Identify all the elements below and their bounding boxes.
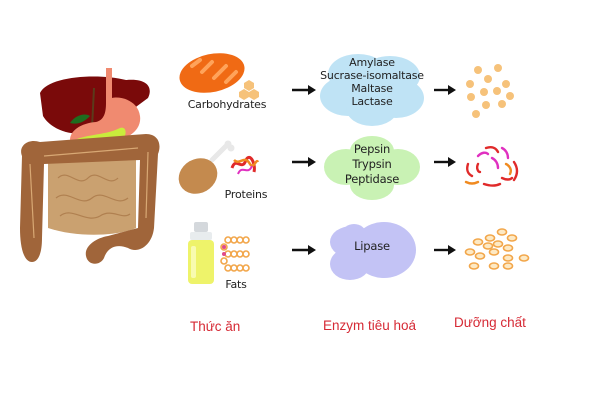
chicken-leg-icon <box>178 140 235 194</box>
enzyme-name: Amylase <box>349 56 395 69</box>
column-label-food: Thức ăn <box>190 319 241 334</box>
enzyme-name: Maltase <box>351 82 393 95</box>
arrow-right-icon <box>434 157 456 167</box>
column-label-nutrients: Dưỡng chất <box>454 315 526 330</box>
protein-structure-icon <box>230 155 260 175</box>
food-label: Fats <box>225 278 247 291</box>
fatty-acid-molecules-icon <box>464 228 530 270</box>
arrow-right-icon <box>292 85 316 95</box>
arrow-right-icon <box>434 85 456 95</box>
enzyme-name: Pepsin <box>353 142 391 156</box>
fat-molecule-icon <box>220 236 250 272</box>
food-item-fats: Fats <box>178 220 278 292</box>
arrow-right-icon <box>292 245 316 255</box>
glucose-hexagons-icon <box>239 80 259 100</box>
glucose-molecules-icon <box>466 64 514 118</box>
food-label: Proteins <box>224 188 268 201</box>
digestive-system-illustration <box>8 68 168 268</box>
enzyme-cloud-carbohydrates: Amylase Sucrase-isomaltase Maltase Lacta… <box>318 52 426 128</box>
bread-icon <box>179 53 245 93</box>
enzyme-name: Peptidase <box>344 172 400 186</box>
enzyme-cloud-fats: Lipase <box>326 220 418 282</box>
enzyme-name: Sucrase-isomaltase <box>320 69 424 82</box>
amino-acid-fragments-icon <box>464 146 519 187</box>
food-item-carbohydrates: Carbohydrates <box>178 52 278 116</box>
arrow-right-icon <box>292 157 316 167</box>
enzyme-name: Trypsin <box>352 157 392 171</box>
enzyme-cloud-proteins: Pepsin Trypsin Peptidase <box>324 135 420 201</box>
food-label: Carbohydrates <box>187 98 267 111</box>
arrow-right-icon <box>434 245 456 255</box>
enzyme-name: Lactase <box>351 95 393 108</box>
column-label-enzymes: Enzym tiêu hoá <box>323 318 417 333</box>
enzyme-name: Lipase <box>354 239 390 253</box>
food-item-proteins: Proteins <box>178 140 278 204</box>
oil-bottle-icon <box>188 222 214 284</box>
